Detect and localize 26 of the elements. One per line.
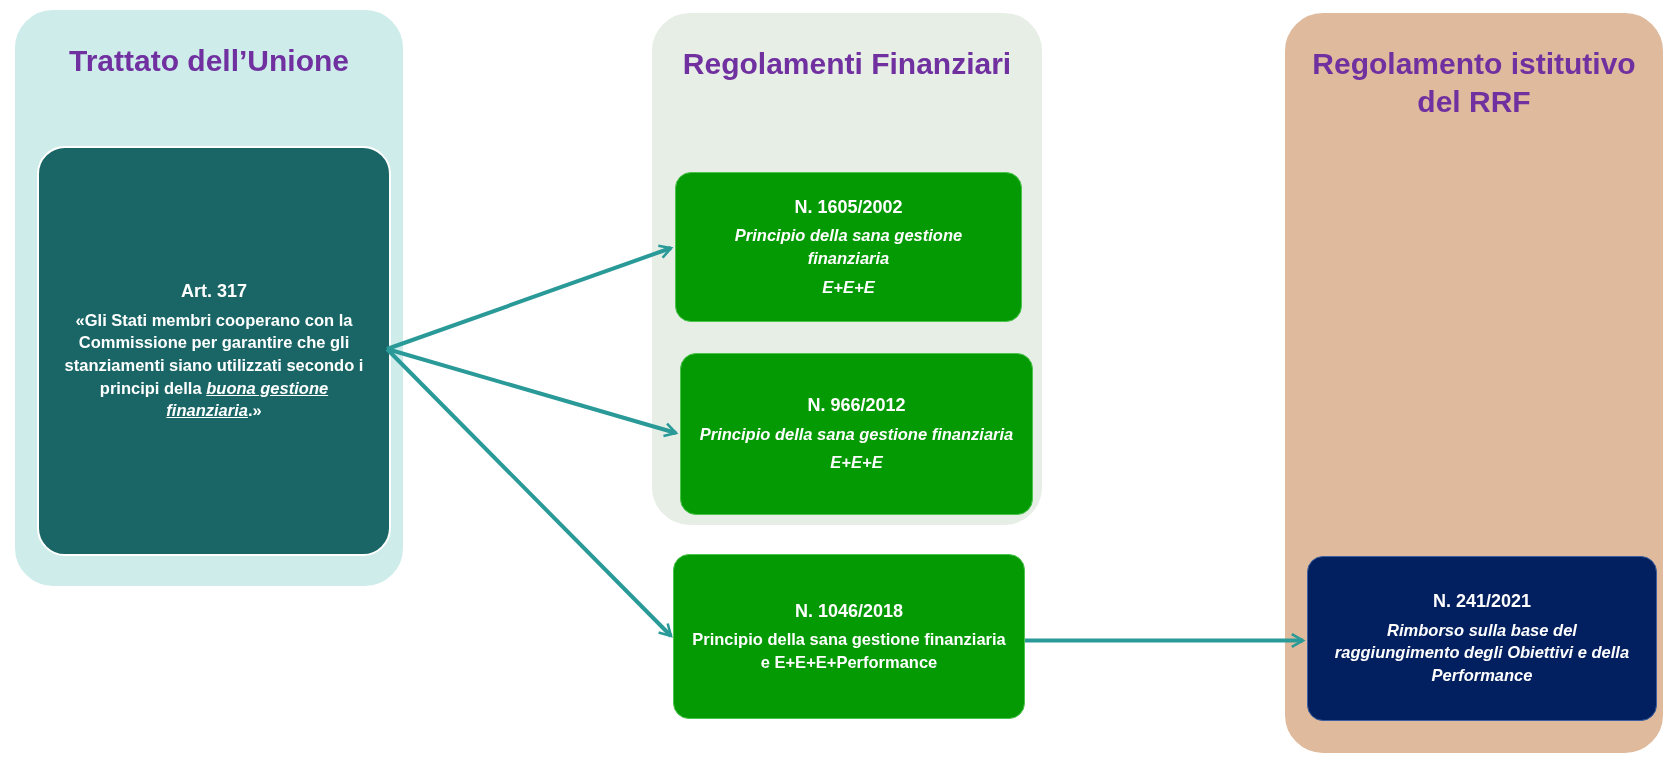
text-box [680,353,1033,515]
heading: N. 1605/2002 [794,195,903,219]
body-text: Principio della sana gestione finanziaria e E+E+E+Performance [691,629,1007,673]
heading: N. 1046/2018 [794,599,904,623]
body-text: Rimborso sulla base del raggiungimento degli Obiettivi e della Performance [1333,619,1631,687]
arrow [386,244,673,351]
panel-title: Regolamenti Finanziari [682,46,1012,82]
text-box [673,554,1025,719]
panel [1283,11,1665,755]
panel-title: Regolamento istitutivo del RRF [1311,46,1637,120]
body-text: Principio della sana gestione finanziaria [733,225,964,269]
text-box [1307,556,1657,721]
arrow [385,347,673,638]
panel [13,8,405,588]
heading: Art. 317 [180,280,247,303]
heading: N. 241/2021 [1432,590,1532,613]
body-text: Principio della sana gestione finanziaria [699,423,1014,445]
panel-title: Trattato dell’Unione [69,43,349,79]
body-text: E+E+E [822,276,875,298]
body-text: E+E+E [830,452,883,474]
text-box [675,172,1022,322]
text-box [37,146,391,556]
panel [650,11,1044,527]
body-text: «Gli Stati membri cooperano con la Commissione per garantire che gli stanziamenti siano utilizzati secondo i principi della buona gestione finanziaria.» [63,309,365,422]
arrow [1025,632,1305,649]
heading: N. 966/2012 [807,394,906,417]
